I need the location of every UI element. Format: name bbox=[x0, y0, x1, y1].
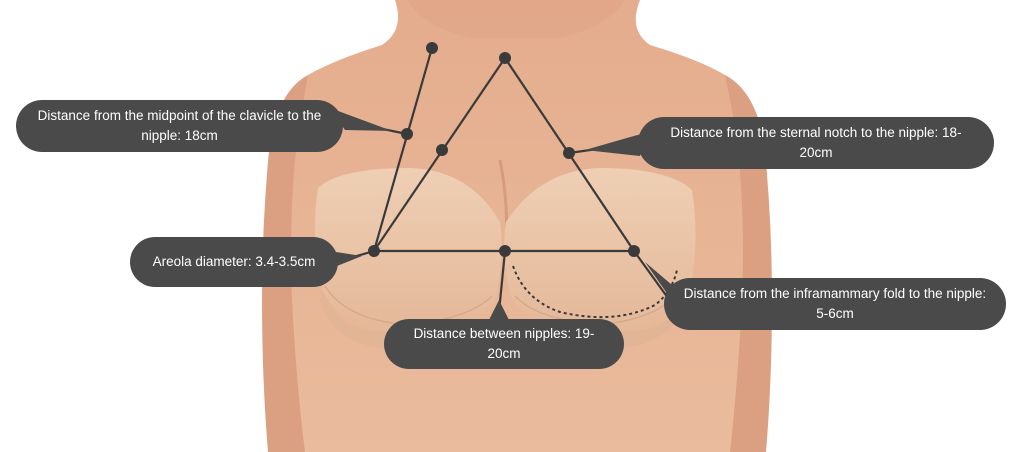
nipples-callout-text: Distance between nipples: 19-20cm bbox=[413, 326, 595, 361]
neck-shadow bbox=[408, 0, 624, 38]
sternal-right-mid-point bbox=[563, 147, 575, 159]
inframammary-pointer bbox=[633, 250, 669, 299]
midline-point bbox=[499, 245, 511, 257]
sternal-callout-tail bbox=[585, 132, 648, 156]
inframammary-callout-text: Distance from the inframammary fold to t… bbox=[683, 286, 987, 321]
sternal-left-mid-point bbox=[436, 144, 448, 156]
inframammary-fold-line bbox=[512, 265, 678, 319]
areola-callout: Areola diameter: 3.4-3.5cm bbox=[130, 237, 338, 287]
sternal-callout-text: Distance from the sternal notch to the n… bbox=[670, 125, 962, 160]
clavicle-callout-text: Distance from the midpoint of the clavic… bbox=[37, 108, 322, 143]
left-nipple-point bbox=[368, 245, 380, 257]
areola-callout-text: Areola diameter: 3.4-3.5cm bbox=[152, 254, 316, 269]
clavicle-mid-point bbox=[401, 128, 413, 140]
sternal-callout: Distance from the sternal notch to the n… bbox=[638, 117, 994, 169]
clavicle-line bbox=[372, 47, 434, 252]
right-nipple-point bbox=[628, 245, 640, 257]
inframammary-callout: Distance from the inframammary fold to t… bbox=[664, 278, 1006, 330]
nipples-callout-tail bbox=[488, 300, 510, 322]
clavicle-callout: Distance from the midpoint of the clavic… bbox=[16, 100, 343, 152]
right-arm bbox=[725, 75, 772, 452]
clavicle-point bbox=[426, 42, 438, 54]
sternal-notch-point bbox=[499, 52, 511, 64]
nipples-callout: Distance between nipples: 19-20cm bbox=[384, 319, 624, 369]
clavicle-callout-tail bbox=[330, 108, 392, 131]
